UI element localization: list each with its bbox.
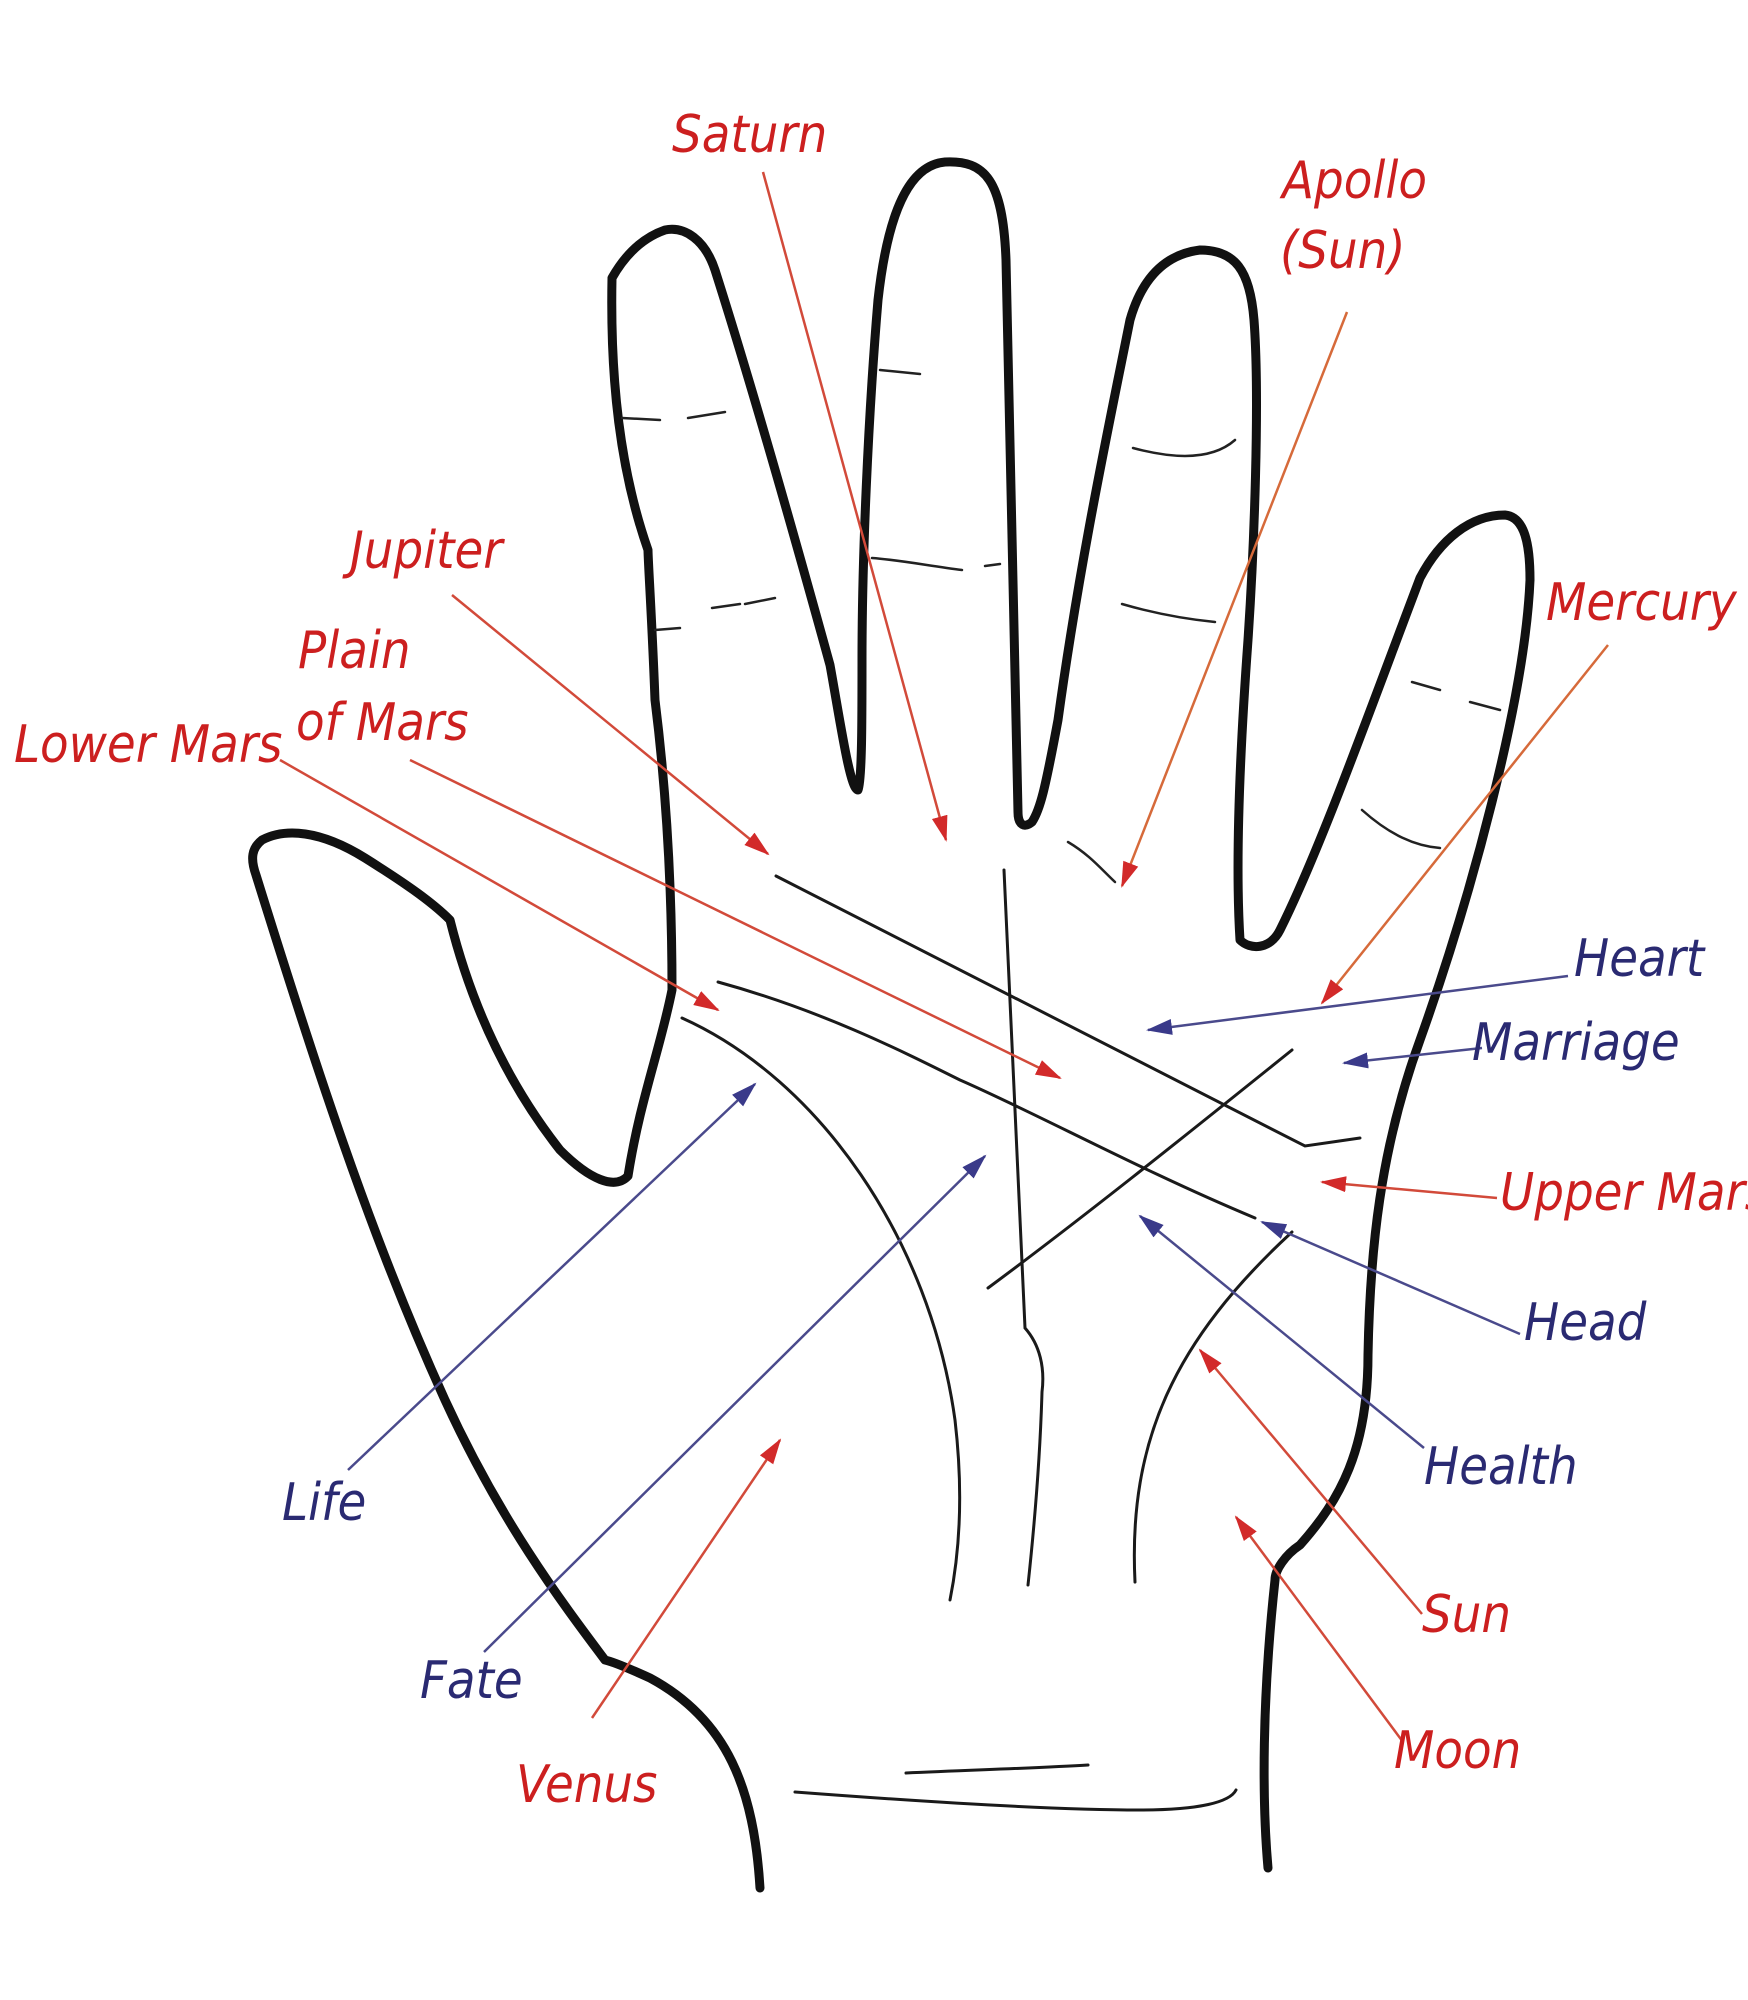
sun-pointer xyxy=(1198,1348,1423,1615)
marriage-label: Marriage xyxy=(1472,1013,1680,1073)
apollo-label-line2: (Sun) xyxy=(1280,221,1406,281)
pinky-crease-upper xyxy=(1410,680,1502,712)
ring-crease-upper xyxy=(1131,438,1237,458)
venus-label: Venus xyxy=(516,1755,657,1815)
head-pointer xyxy=(1260,1220,1521,1336)
ring-crease-lower xyxy=(1120,602,1217,624)
mercury-pointer xyxy=(1320,644,1609,1005)
saturn-label: Saturn xyxy=(672,105,827,165)
health-pointer xyxy=(1138,1214,1425,1449)
sun-label: Sun xyxy=(1422,1585,1511,1645)
life-line xyxy=(680,1016,962,1602)
apollo-pointer xyxy=(1120,311,1349,888)
upper-mars-label: Upper Mars xyxy=(1500,1163,1748,1223)
fate-line xyxy=(1002,868,1045,1587)
lower-mars-pointer xyxy=(279,758,720,1012)
plain-of-mars-label-line2: of Mars xyxy=(296,693,469,753)
index-crease-lower xyxy=(653,596,777,632)
moon-label: Moon xyxy=(1394,1721,1521,1781)
jupiter-label: Jupiter xyxy=(342,521,505,581)
middle-crease-upper xyxy=(878,368,922,376)
head-line xyxy=(716,980,1257,1220)
sun-line xyxy=(1132,1230,1294,1584)
fate-label: Fate xyxy=(420,1651,523,1711)
pinky-crease-lower xyxy=(1360,808,1442,850)
health-line xyxy=(986,1048,1294,1290)
heart-pointer xyxy=(1146,974,1569,1035)
index-crease-upper xyxy=(620,410,727,422)
upper-mars-pointer xyxy=(1320,1176,1498,1200)
plain-of-mars-label-line1: Plain xyxy=(298,621,411,681)
moon-pointer xyxy=(1234,1515,1405,1743)
middle-crease-lower xyxy=(870,556,1002,572)
wrist-line-top xyxy=(904,1763,1090,1775)
apollo-label-line1: Apollo xyxy=(1279,151,1427,211)
venus-pointer xyxy=(590,1438,782,1719)
head-label: Head xyxy=(1524,1293,1647,1353)
marriage-pointer xyxy=(1342,1046,1483,1069)
life-label: Life xyxy=(282,1473,366,1533)
mercury-label: Mercury xyxy=(1546,573,1738,633)
heart-line xyxy=(774,874,1362,1148)
fate-pointer xyxy=(483,1154,987,1653)
wrist-line-bottom xyxy=(793,1788,1238,1812)
lower-mars-label: Lower Mars xyxy=(14,715,282,775)
plain-of-mars-pointer xyxy=(409,758,1062,1080)
saturn-pointer xyxy=(761,171,948,842)
health-label: Health xyxy=(1424,1437,1578,1497)
heart-label: Heart xyxy=(1574,929,1706,989)
hand-outline xyxy=(248,157,1535,1893)
life-pointer xyxy=(347,1082,757,1471)
jupiter-pointer xyxy=(451,594,770,856)
knuckle-crease xyxy=(1066,840,1117,884)
